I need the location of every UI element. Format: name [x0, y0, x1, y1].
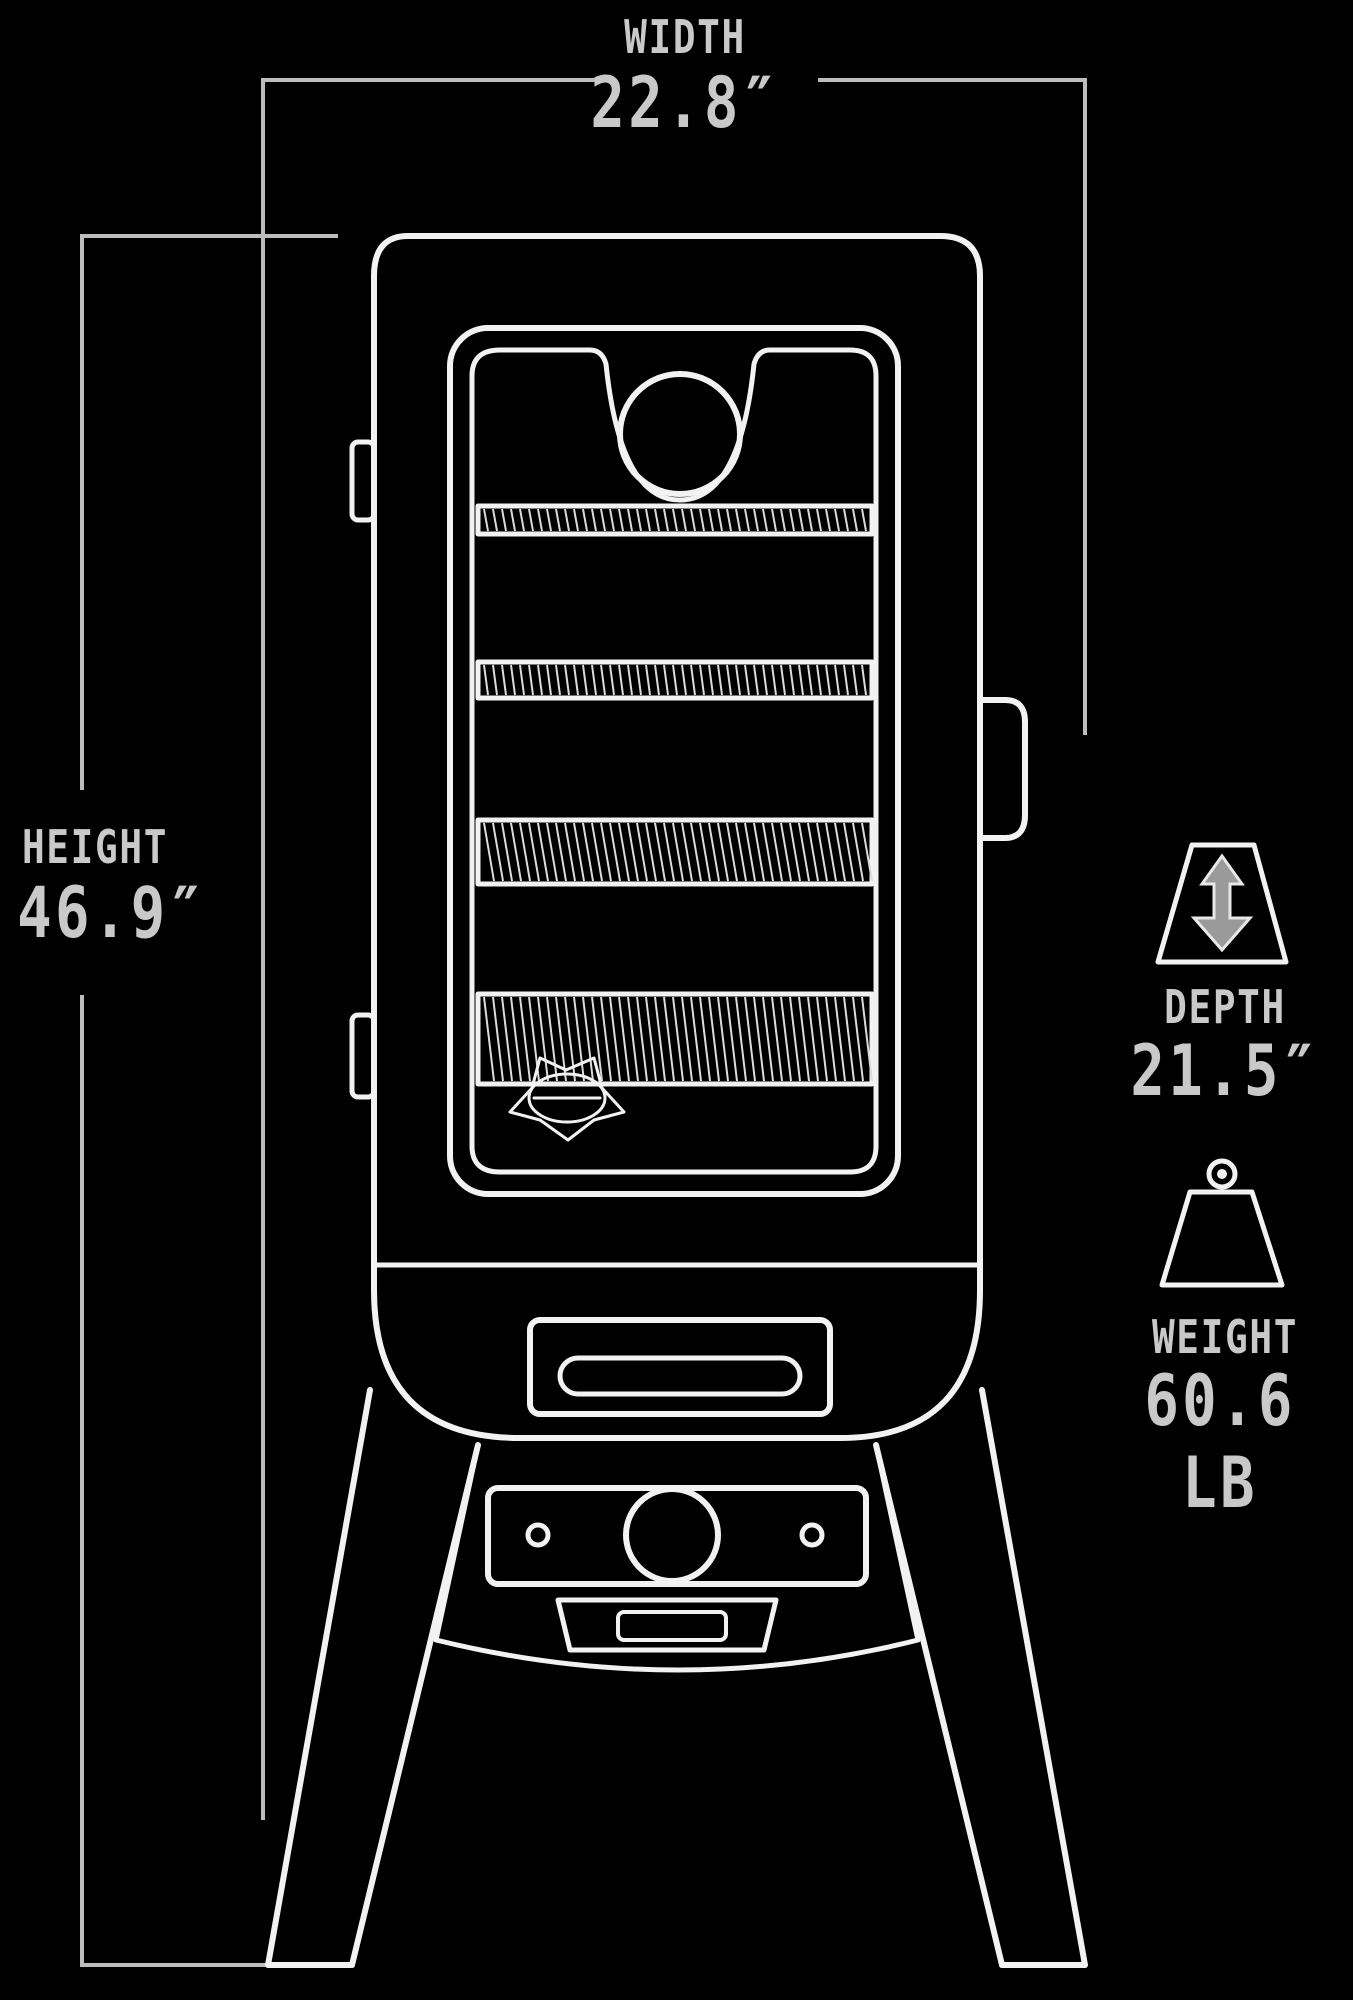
indicator-light-right	[799, 1522, 825, 1548]
door-handle	[979, 697, 1028, 841]
width-label: WIDTH	[624, 10, 746, 64]
depth-arrow-icon	[1155, 842, 1289, 965]
grease-drawer-handle	[557, 1355, 803, 1397]
height-label: HEIGHT	[21, 820, 169, 874]
door-hinge-bottom	[349, 1012, 377, 1100]
chip-tray	[555, 1597, 779, 1653]
weight-icon	[1159, 1158, 1285, 1288]
smoker-illustration	[265, 233, 1088, 1968]
brand-logo-badge	[508, 1056, 626, 1142]
weight-value: 60.6 LB	[1144, 1360, 1296, 1524]
depth-label: DEPTH	[1164, 980, 1286, 1034]
control-panel	[433, 1442, 921, 1673]
grease-drawer	[527, 1317, 833, 1417]
cooking-rack	[475, 503, 875, 537]
cooking-rack	[475, 659, 875, 701]
cooking-rack	[475, 817, 875, 887]
weight-label: WEIGHT	[1151, 1310, 1299, 1364]
door-hinge-top	[349, 439, 377, 523]
cooking-racks	[475, 503, 875, 1087]
width-value: 22.8″	[590, 62, 780, 144]
smoker-legs	[265, 1387, 1088, 1968]
door-window-glass	[469, 347, 879, 1175]
door-window-frame	[447, 325, 901, 1197]
temperature-dial	[623, 1486, 721, 1584]
height-value: 46.9″	[17, 872, 207, 954]
thermometer-gauge	[617, 371, 743, 497]
width-dimension-line	[261, 78, 1087, 1820]
smoker-body	[371, 233, 983, 1441]
height-dimension-line	[80, 234, 338, 1967]
cooking-rack	[475, 991, 875, 1087]
control-panel-face	[485, 1485, 869, 1587]
chip-tray-handle	[616, 1610, 728, 1642]
depth-value: 21.5″	[1130, 1030, 1320, 1112]
indicator-light-left	[525, 1522, 551, 1548]
